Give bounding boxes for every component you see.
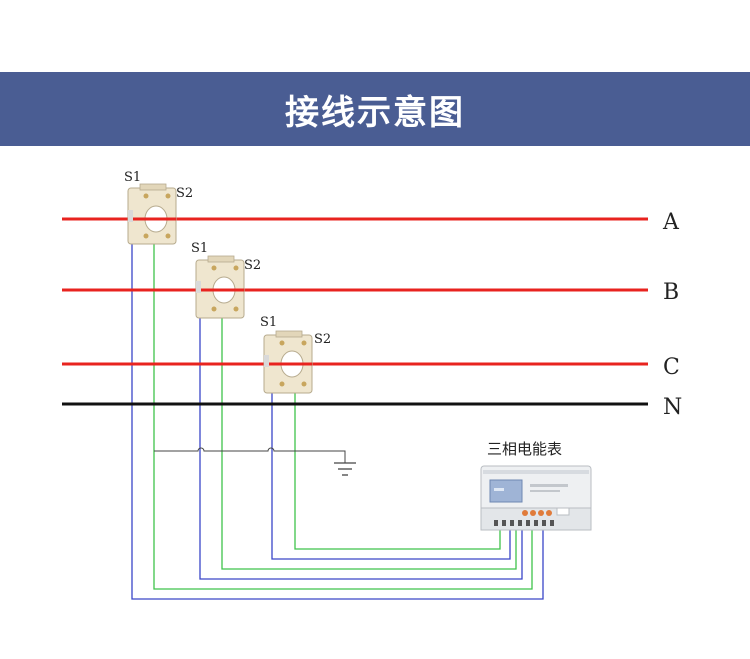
ct3-s2-wire (294, 392, 501, 550)
three-phase-meter (480, 465, 592, 531)
title-banner: 接线示意图 (0, 72, 750, 146)
line-b-label: B (663, 280, 679, 305)
ground-bus (154, 447, 346, 463)
ct2-s1-label: S1 (191, 241, 208, 256)
ground-icon (334, 462, 356, 476)
ct1-s1-label: S1 (124, 170, 141, 185)
line-c-label: C (663, 355, 680, 380)
current-transformer-3 (263, 330, 313, 394)
current-transformer-1 (127, 183, 177, 245)
meter-label: 三相电能表 (487, 440, 562, 458)
line-n-label: N (663, 395, 682, 420)
line-a-label: A (662, 210, 680, 235)
ct3-s1-label: S1 (260, 315, 277, 330)
ct2-s2-label: S2 (244, 258, 261, 273)
ct2-s2-wire (221, 300, 517, 570)
ct3-s2-label: S2 (314, 332, 331, 347)
ct1-s1-wire (131, 228, 544, 600)
page-title: 接线示意图 (285, 92, 465, 133)
ct3-s1-wire (271, 392, 511, 560)
current-transformer-2 (195, 255, 245, 319)
ct2-s1-wire (199, 300, 523, 580)
ct1-s2-label: S2 (176, 186, 193, 201)
ct1-s2-wire (153, 228, 533, 590)
